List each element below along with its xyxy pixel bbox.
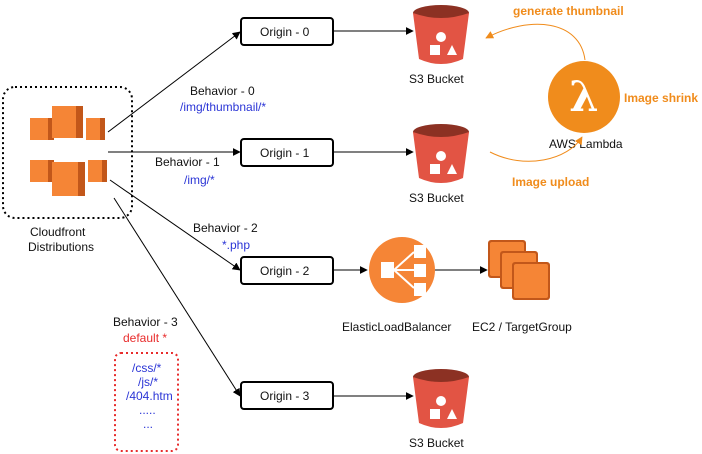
cloudfront-icon — [30, 106, 107, 196]
origin-1[interactable]: Origin - 1 — [240, 138, 334, 167]
origin-2[interactable]: Origin - 2 — [240, 256, 334, 285]
s3-bucket-3-label: S3 Bucket — [409, 436, 464, 450]
ec2-label: EC2 / TargetGroup — [472, 320, 572, 334]
svg-text:λ: λ — [569, 72, 598, 121]
s3-bucket-1-label: S3 Bucket — [409, 191, 464, 205]
s3-bucket-1: S3 Bucket — [409, 124, 469, 205]
connector-behavior-3 — [113, 197, 241, 397]
cloudfront-label-line2: Distributions — [28, 240, 94, 254]
s3-bucket-icon — [413, 124, 469, 183]
lambda-label: AWS Lambda — [549, 137, 623, 151]
origin-3[interactable]: Origin - 3 — [240, 381, 334, 410]
behavior-connectors — [107, 31, 241, 397]
ec2-instances-icon — [488, 240, 550, 300]
behavior-3-pattern: default * — [123, 331, 167, 345]
origin-0[interactable]: Origin - 0 — [240, 17, 334, 46]
cloudfront-dotted-border — [2, 86, 133, 219]
elb-label: ElasticLoadBalancer — [342, 320, 451, 334]
s3-bucket-0-label: S3 Bucket — [409, 72, 464, 86]
default-path-item: ... — [143, 417, 153, 431]
default-path-item: ..... — [139, 403, 156, 417]
s3-bucket-3: S3 Bucket — [409, 369, 469, 450]
lambda-icon: λ — [548, 61, 620, 133]
behavior-0-name: Behavior - 0 — [190, 84, 255, 98]
arc-image-upload — [489, 136, 583, 162]
default-paths-box: /css/* /js/* /404.htm ..... ... — [114, 352, 179, 452]
image-shrink-label: Image shrink — [624, 91, 698, 105]
s3-bucket-0: S3 Bucket — [409, 5, 469, 86]
cloudfront-label-line1: Cloudfront — [30, 225, 86, 239]
origin-3-label: Origin - 3 — [260, 389, 310, 403]
arc-generate-thumbnail — [485, 23, 586, 61]
behavior-1-pattern: /img/* — [184, 173, 215, 187]
connector-behavior-0 — [107, 31, 241, 133]
behavior-2-pattern: *.php — [222, 238, 250, 252]
behavior-3-name: Behavior - 3 — [113, 315, 178, 329]
behavior-0-pattern: /img/thumbnail/* — [180, 100, 266, 114]
image-upload-label: Image upload — [512, 175, 589, 189]
behavior-2-name: Behavior - 2 — [193, 221, 258, 235]
connector-behavior-2 — [109, 179, 241, 271]
cloudfront-group: Cloudfront Distributions — [2, 86, 133, 254]
behavior-1-name: Behavior - 1 — [155, 155, 220, 169]
origin-0-label: Origin - 0 — [260, 25, 310, 39]
s3-bucket-icon — [413, 5, 469, 64]
origin-1-label: Origin - 1 — [260, 146, 310, 160]
origin-2-label: Origin - 2 — [260, 264, 310, 278]
default-path-item: /js/* — [138, 375, 158, 389]
default-path-item: /css/* — [132, 361, 162, 375]
lambda-group: λ AWS Lambda — [548, 61, 623, 151]
default-path-item: /404.htm — [126, 389, 173, 403]
ec2-group: EC2 / TargetGroup — [472, 240, 572, 334]
elb-group: ElasticLoadBalancer — [342, 237, 451, 334]
load-balancer-icon — [369, 237, 435, 303]
generate-thumbnail-label: generate thumbnail — [513, 4, 624, 18]
s3-bucket-icon — [413, 369, 469, 428]
